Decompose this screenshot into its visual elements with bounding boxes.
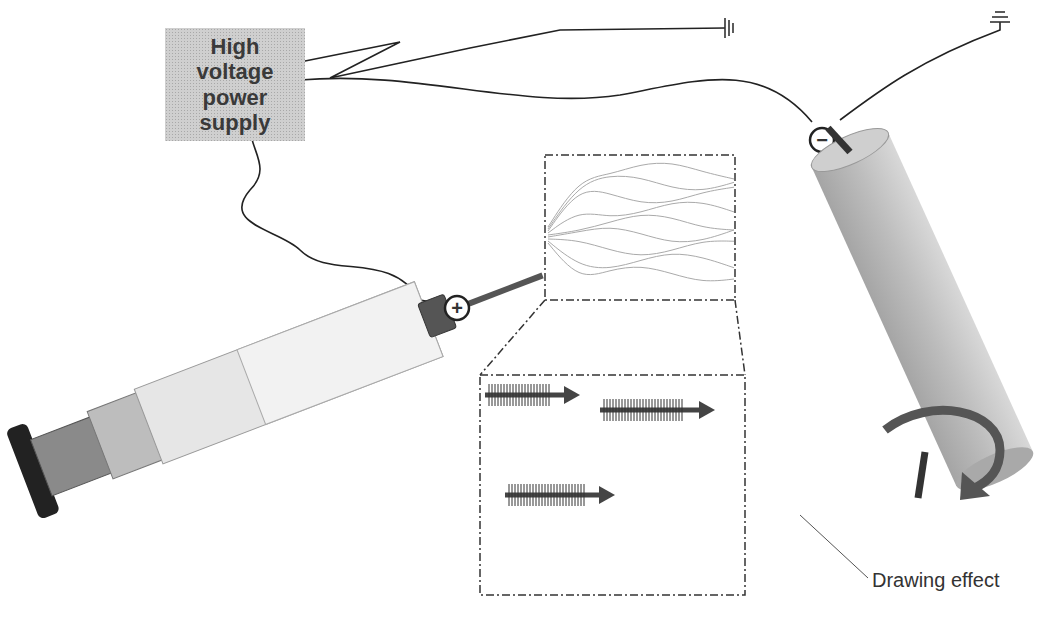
collector-ground-wire <box>840 22 1000 120</box>
ground-symbol <box>990 12 1010 22</box>
collector-wire <box>300 78 812 122</box>
ground-wire <box>300 28 725 78</box>
syringe <box>5 231 559 520</box>
fiber-jet-region <box>545 155 735 300</box>
polarity-sign: + <box>451 298 463 318</box>
rotating-collector <box>806 120 1039 499</box>
collector-shaft <box>828 128 850 152</box>
leader-line <box>800 515 868 578</box>
rotation-arrow <box>885 410 1000 500</box>
callout-label: Drawing effect <box>872 570 999 590</box>
fold-lines <box>480 300 745 375</box>
positive-terminal <box>445 296 469 320</box>
power-supply-box: High voltage power supply <box>165 28 305 141</box>
aligned-fiber-region <box>480 375 745 595</box>
fiber-strands <box>548 163 734 281</box>
ground-symbol <box>725 18 733 38</box>
node-title: High voltage power supply <box>175 34 295 135</box>
polarity-sign: − <box>816 130 828 150</box>
aligned-fiber-arrows <box>485 384 715 506</box>
